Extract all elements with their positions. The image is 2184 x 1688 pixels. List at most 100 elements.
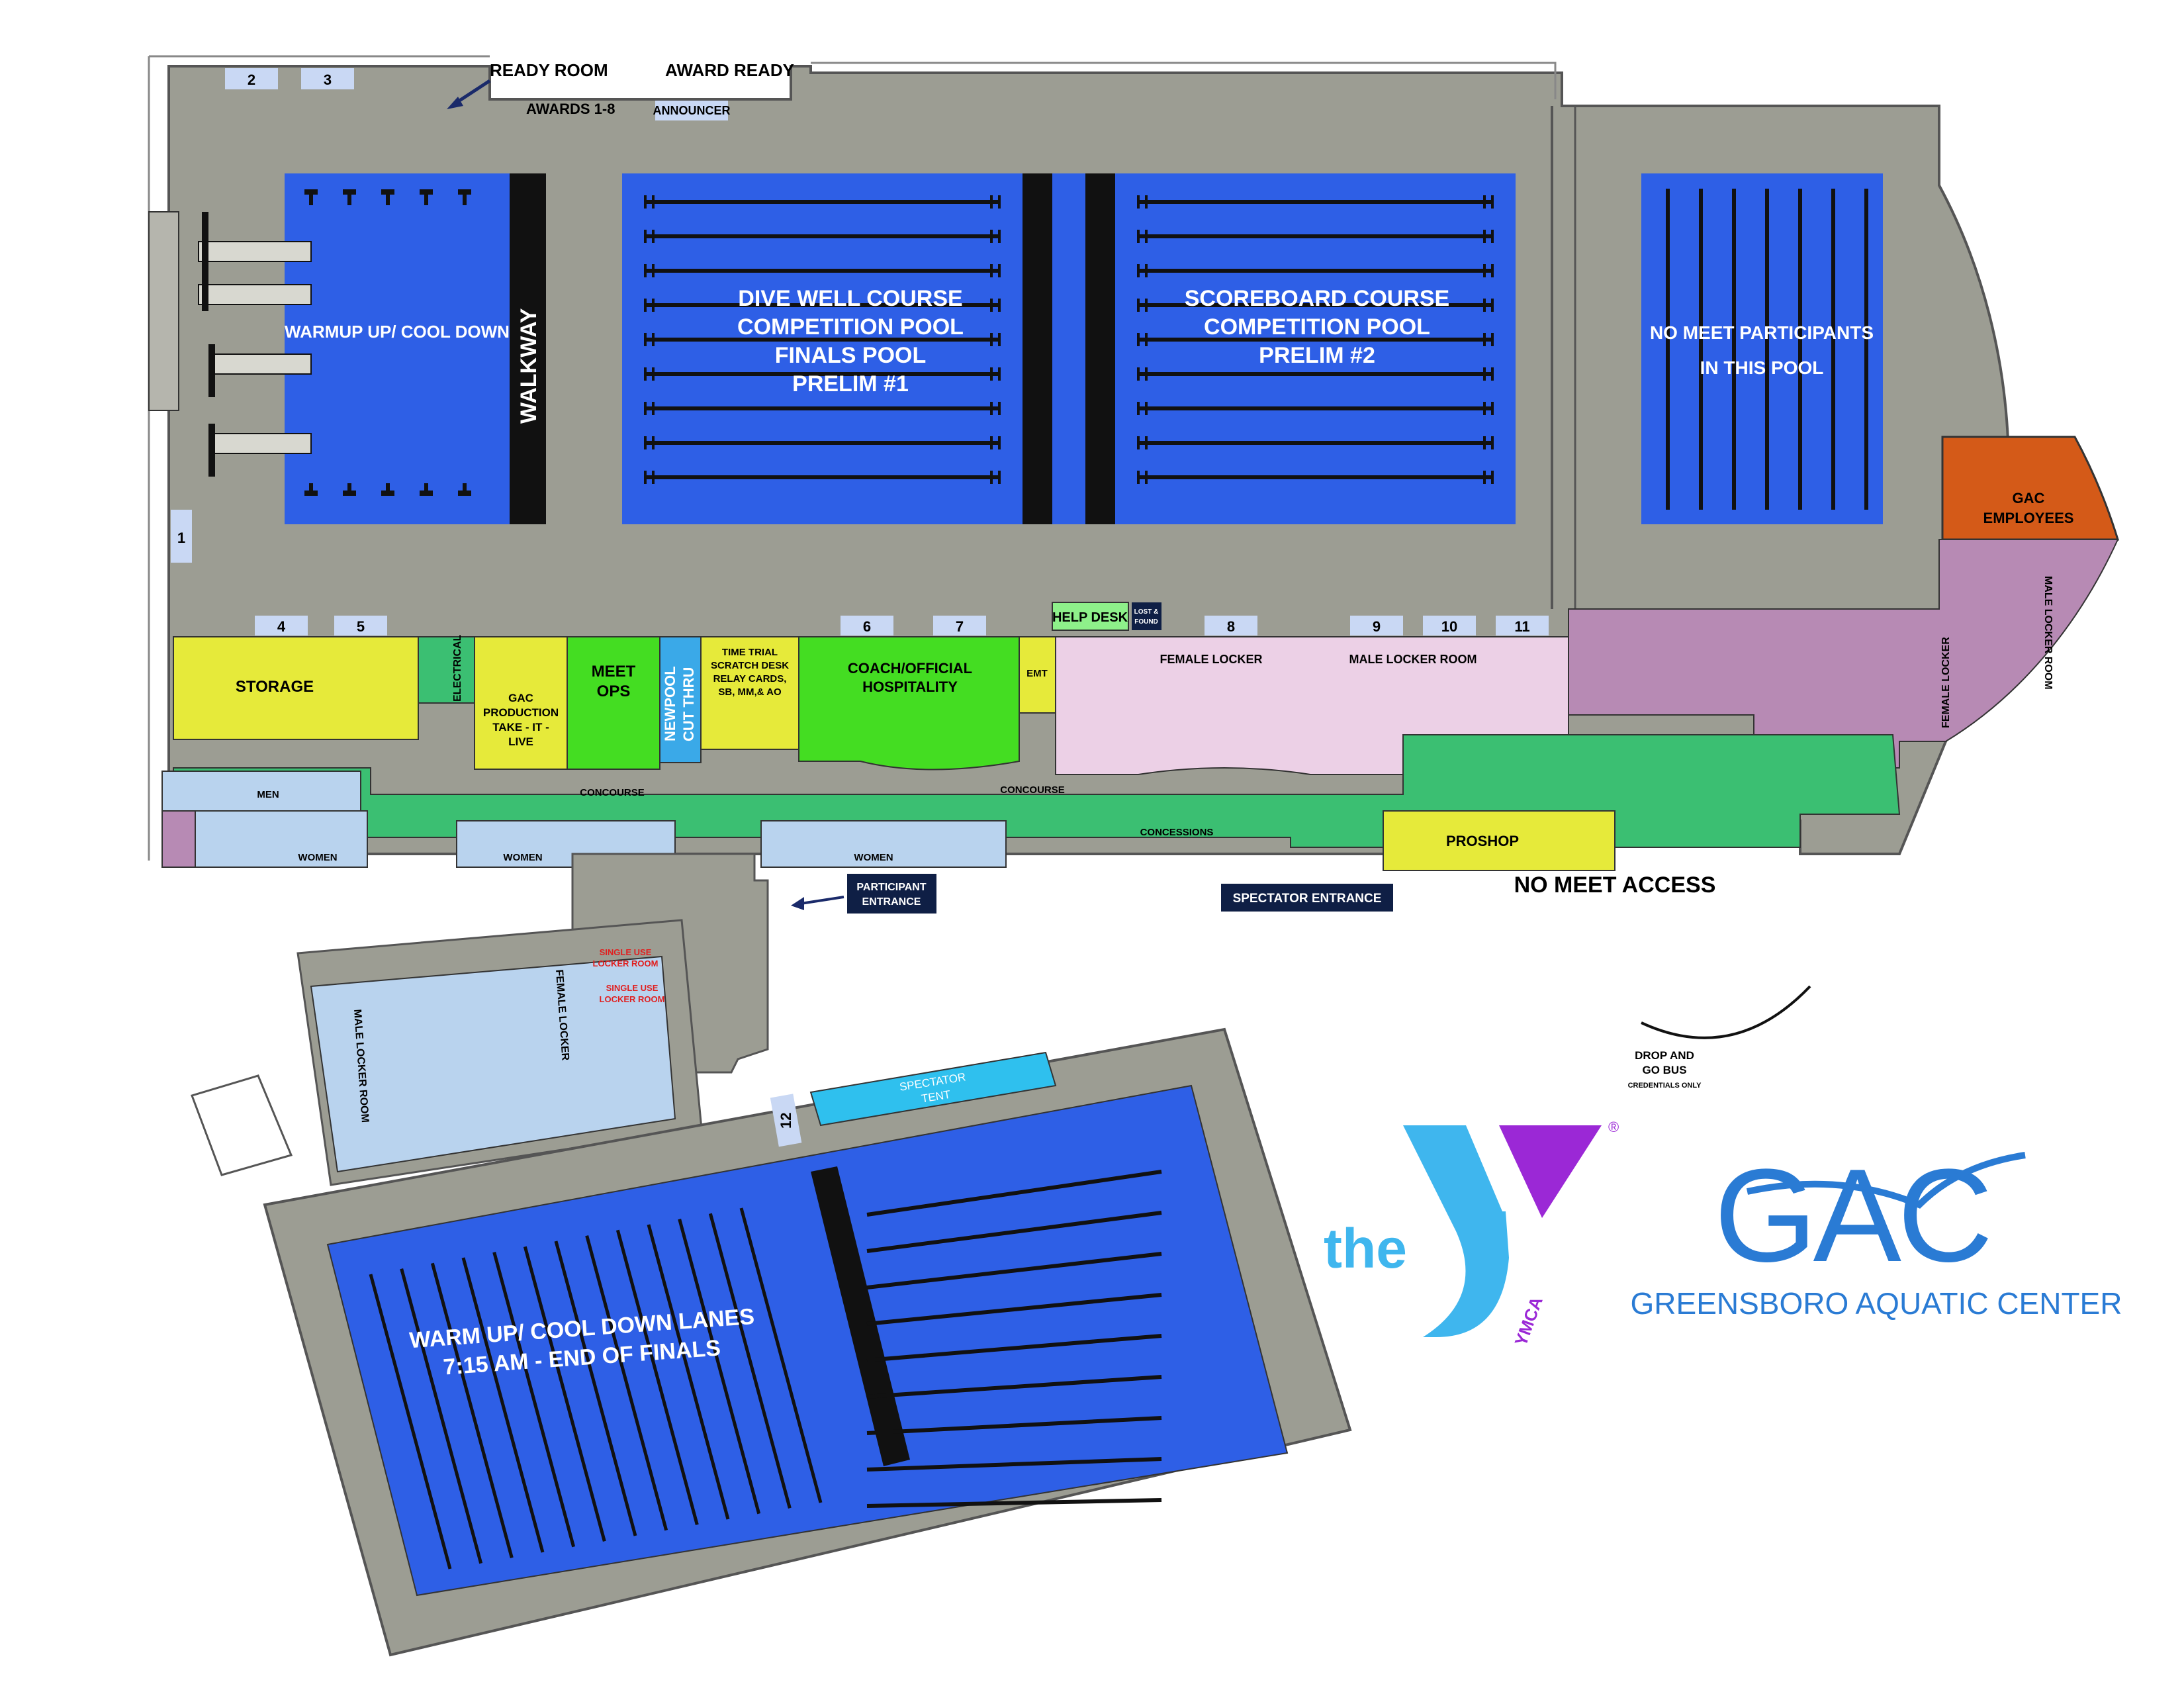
ymca-y-left xyxy=(1403,1125,1509,1337)
gac-employees-line-1: GAC xyxy=(2013,490,2045,506)
spectator-entrance-box[interactable] xyxy=(1221,884,1393,912)
door-tabs-row xyxy=(255,616,1549,635)
time-trial-line-2: SCRATCH DESK xyxy=(711,660,789,671)
lane-line xyxy=(461,1257,545,1553)
spectator-entrance-label: SPECTATOR ENTRANCE xyxy=(1233,892,1382,906)
female-locker-label: FEMALE LOCKER xyxy=(1160,653,1263,666)
restrooms-west xyxy=(161,771,1007,868)
door-1 xyxy=(171,510,192,563)
meet-ops-line-2: OPS xyxy=(597,682,631,700)
diving-boards xyxy=(148,211,312,477)
award-ready-label: AWARD READY xyxy=(665,60,794,80)
concourse-label-1: CONCOURSE xyxy=(580,787,645,798)
gac-production-line-2: PRODUCTION xyxy=(483,706,559,719)
storage-label: STORAGE xyxy=(236,678,314,696)
lane-line xyxy=(866,1211,1162,1253)
lane-line xyxy=(492,1252,576,1548)
walkway xyxy=(510,173,546,524)
lost-found xyxy=(1132,602,1161,630)
pool-gap xyxy=(1052,173,1085,524)
lost-found-line-2: FOUND xyxy=(1134,618,1158,626)
single-use-2-line-2: LOCKER ROOM xyxy=(600,994,665,1004)
single-use-1-line-1: SINGLE USE xyxy=(600,947,652,957)
lane-line xyxy=(647,1224,730,1520)
gac-letters: GAC xyxy=(1714,1142,1989,1289)
scoreboard-pool xyxy=(1115,173,1516,524)
door-5-label: 5 xyxy=(357,618,365,635)
warmup-pool: WARMUP UP/ COOL DOWN xyxy=(285,173,510,524)
scoreboard-line-3: PRELIM #2 xyxy=(1259,343,1375,368)
ymca-pool-divider xyxy=(811,1166,910,1466)
lane-line xyxy=(585,1235,668,1531)
door-9-label: 9 xyxy=(1373,618,1381,635)
pool-divider-2 xyxy=(1085,173,1115,524)
gac-production-line-4: LIVE xyxy=(508,735,533,748)
door-11-label: 11 xyxy=(1514,618,1529,635)
door-2-label: 2 xyxy=(248,71,255,88)
ymca-logo: the YMCA ® xyxy=(1324,1119,1619,1348)
lane-line xyxy=(866,1334,1162,1362)
participant-entrance-box[interactable] xyxy=(847,874,936,914)
lane-line xyxy=(866,1252,1162,1289)
proshop xyxy=(1383,810,1615,871)
lane-line xyxy=(369,1274,452,1570)
concessions-label: CONCESSIONS xyxy=(1140,827,1214,838)
help-desk-label: HELP DESK xyxy=(1052,610,1128,625)
east-locker-complex xyxy=(1568,539,2119,769)
gac-name: GREENSBORO AQUATIC CENTER xyxy=(1631,1286,2122,1321)
no-meet-access-label: NO MEET ACCESS xyxy=(1514,872,1716,898)
dive-well-line-2: COMPETITION POOL xyxy=(737,314,964,340)
awards-label: AWARDS 1-8 xyxy=(526,101,615,117)
lane-line xyxy=(866,1293,1162,1326)
coach-hospitality-line-2: HOSPITALITY xyxy=(862,679,958,695)
door-7-label: 7 xyxy=(956,618,964,635)
time-trial-room xyxy=(700,636,799,750)
drop-go-line-2: GO BUS xyxy=(1642,1064,1686,1076)
time-trial-line-3: RELAY CARDS, xyxy=(713,673,787,684)
ymca-locker-rooms xyxy=(310,955,676,1173)
east-pool-line-1: NO MEET PARTICIPANTS xyxy=(1650,322,1874,343)
time-trial-line-1: TIME TRIAL xyxy=(722,647,778,658)
gac-production-room xyxy=(474,636,568,770)
door-6-label: 6 xyxy=(863,618,871,635)
warmup-pool-label: WARMUP UP/ COOL DOWN xyxy=(285,322,510,342)
lane-line xyxy=(866,1457,1162,1472)
dive-well-pool xyxy=(622,173,1023,524)
ymca-the: the xyxy=(1324,1217,1407,1280)
east-female-locker-label: FEMALE LOCKER xyxy=(1940,637,1952,728)
single-use-2-line-1: SINGLE USE xyxy=(606,983,659,993)
ymca-word: YMCA xyxy=(1510,1294,1546,1348)
help-desk xyxy=(1052,602,1129,631)
newpool-cut-line-2: CUT THRU xyxy=(680,667,697,741)
walkway-label: WALKWAY xyxy=(516,308,541,424)
gac-production-line-3: TAKE - IT - xyxy=(492,721,549,733)
door-4-label: 4 xyxy=(277,618,286,635)
gac-production-line-1: GAC xyxy=(508,692,533,704)
electrical-label: ELECTRICAL xyxy=(452,634,463,702)
lane-line xyxy=(400,1268,483,1564)
gac-wave xyxy=(1746,1152,2026,1209)
scoreboard-line-1: SCOREBOARD COURSE xyxy=(1185,286,1449,311)
dive-well-line-1: DIVE WELL COURSE xyxy=(738,286,962,311)
proshop-label: PROSHOP xyxy=(1446,833,1519,849)
participant-arrowhead xyxy=(791,897,804,910)
lane-line xyxy=(554,1241,637,1536)
pool-divider-1 xyxy=(1023,173,1052,524)
coach-hospitality-line-1: COACH/OFFICIAL xyxy=(848,660,972,677)
drop-go-line-1: DROP AND xyxy=(1635,1049,1694,1062)
dive-well-line-4: PRELIM #1 xyxy=(792,371,909,397)
lane-line xyxy=(615,1229,699,1525)
ymca-lane-lines xyxy=(369,1170,1162,1570)
participant-arrow xyxy=(800,896,844,905)
lost-found-line-1: LOST & xyxy=(1134,608,1159,616)
lane-line xyxy=(523,1246,606,1542)
women-label-2: WOMEN xyxy=(503,852,542,863)
newpool-cut-line-1: NEWPOOL xyxy=(662,666,678,741)
door-8-label: 8 xyxy=(1227,618,1235,635)
lane-line xyxy=(866,1170,1162,1217)
bus-drop-curve xyxy=(1641,985,1811,1039)
door-12-label: 12 xyxy=(778,1113,794,1129)
men-label-1: MEN xyxy=(257,789,279,800)
gac-employees-line-2: EMPLOYEES xyxy=(1983,510,2074,526)
